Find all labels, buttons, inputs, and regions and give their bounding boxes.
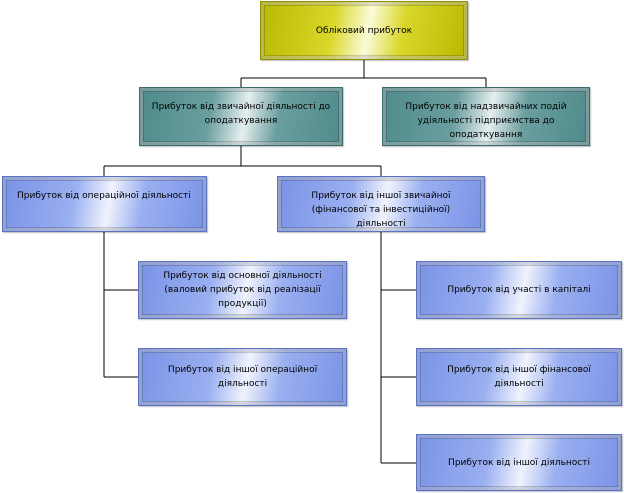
node-operating-activity-label: Прибуток від операційної діяльності [17, 191, 191, 201]
node-operating-activity: Прибуток від операційної діяльності [2, 176, 207, 232]
node-main-activity-label: Прибуток від основної діяльності (валови… [163, 271, 322, 309]
node-other-operating-activity-label: Прибуток від іншої операційної діяльност… [167, 365, 318, 389]
node-other-activity: Прибуток від іншої діяльності [416, 434, 622, 491]
node-capital-participation: Прибуток від участі в капіталі [416, 261, 622, 319]
node-other-ordinary-activity-label: Прибуток від іншої звичайної (фінансової… [311, 191, 451, 229]
node-other-financial-activity: Прибуток від іншої фінансової діяльності [416, 348, 622, 406]
node-main-activity: Прибуток від основної діяльності (валови… [138, 261, 347, 319]
node-extraordinary-events: Прибуток від надзвичайних подій удіяльно… [382, 87, 590, 146]
node-ordinary-activity: Прибуток від звичайної діяльності до опо… [139, 87, 343, 146]
node-capital-participation-label: Прибуток від участі в капіталі [447, 285, 591, 295]
node-extraordinary-events-label: Прибуток від надзвичайних подій удіяльно… [405, 102, 567, 140]
node-root-label: Обліковий прибуток [315, 25, 413, 36]
node-other-financial-activity-label: Прибуток від іншої фінансової діяльності [447, 365, 591, 389]
node-ordinary-activity-label: Прибуток від звичайної діяльності до опо… [151, 102, 331, 126]
node-root: Обліковий прибуток [260, 1, 468, 60]
node-other-activity-label: Прибуток від іншої діяльності [448, 457, 590, 468]
node-other-ordinary-activity: Прибуток від іншої звичайної (фінансової… [277, 176, 485, 232]
node-other-operating-activity: Прибуток від іншої операційної діяльност… [138, 348, 347, 406]
